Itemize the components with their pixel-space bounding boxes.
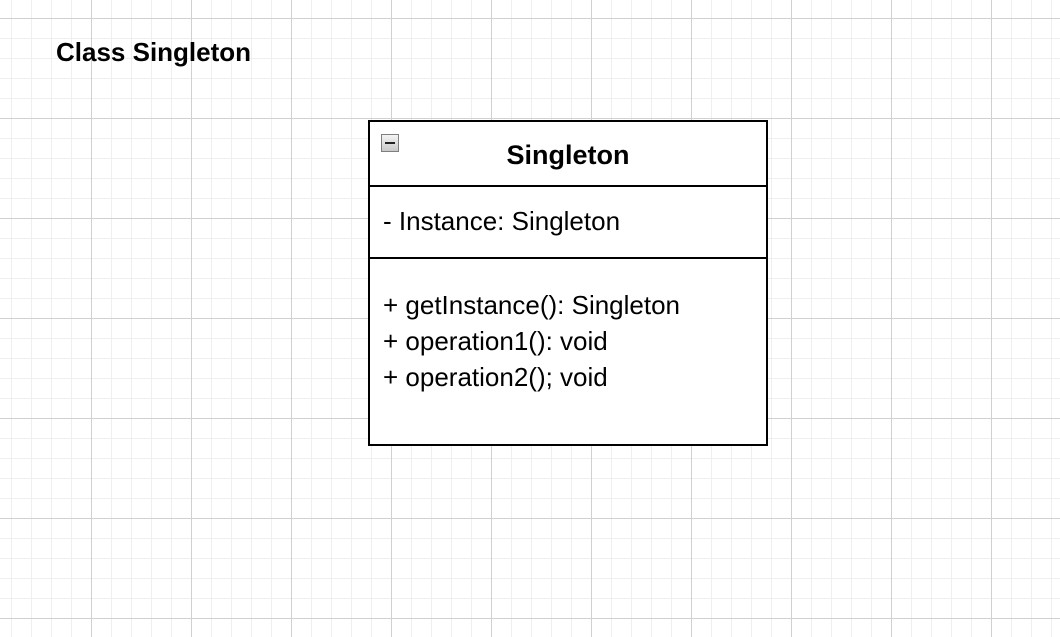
method-item: + getInstance(): Singleton — [383, 290, 681, 320]
class-header[interactable]: Singleton — [370, 122, 766, 187]
methods-section[interactable]: + getInstance(): Singleton + operation1(… — [370, 259, 766, 395]
method-item: + operation2(); void — [383, 362, 608, 392]
diagram-title: Class Singleton — [56, 37, 252, 67]
method-item: + operation1(): void — [383, 326, 608, 356]
attributes-section[interactable]: - Instance: Singleton — [370, 187, 766, 259]
collapse-icon[interactable] — [381, 134, 399, 152]
class-name: Singleton — [506, 140, 630, 170]
uml-class-box[interactable]: Singleton - Instance: Singleton + getIns… — [368, 120, 768, 446]
attribute-item: - Instance: Singleton — [383, 206, 621, 236]
